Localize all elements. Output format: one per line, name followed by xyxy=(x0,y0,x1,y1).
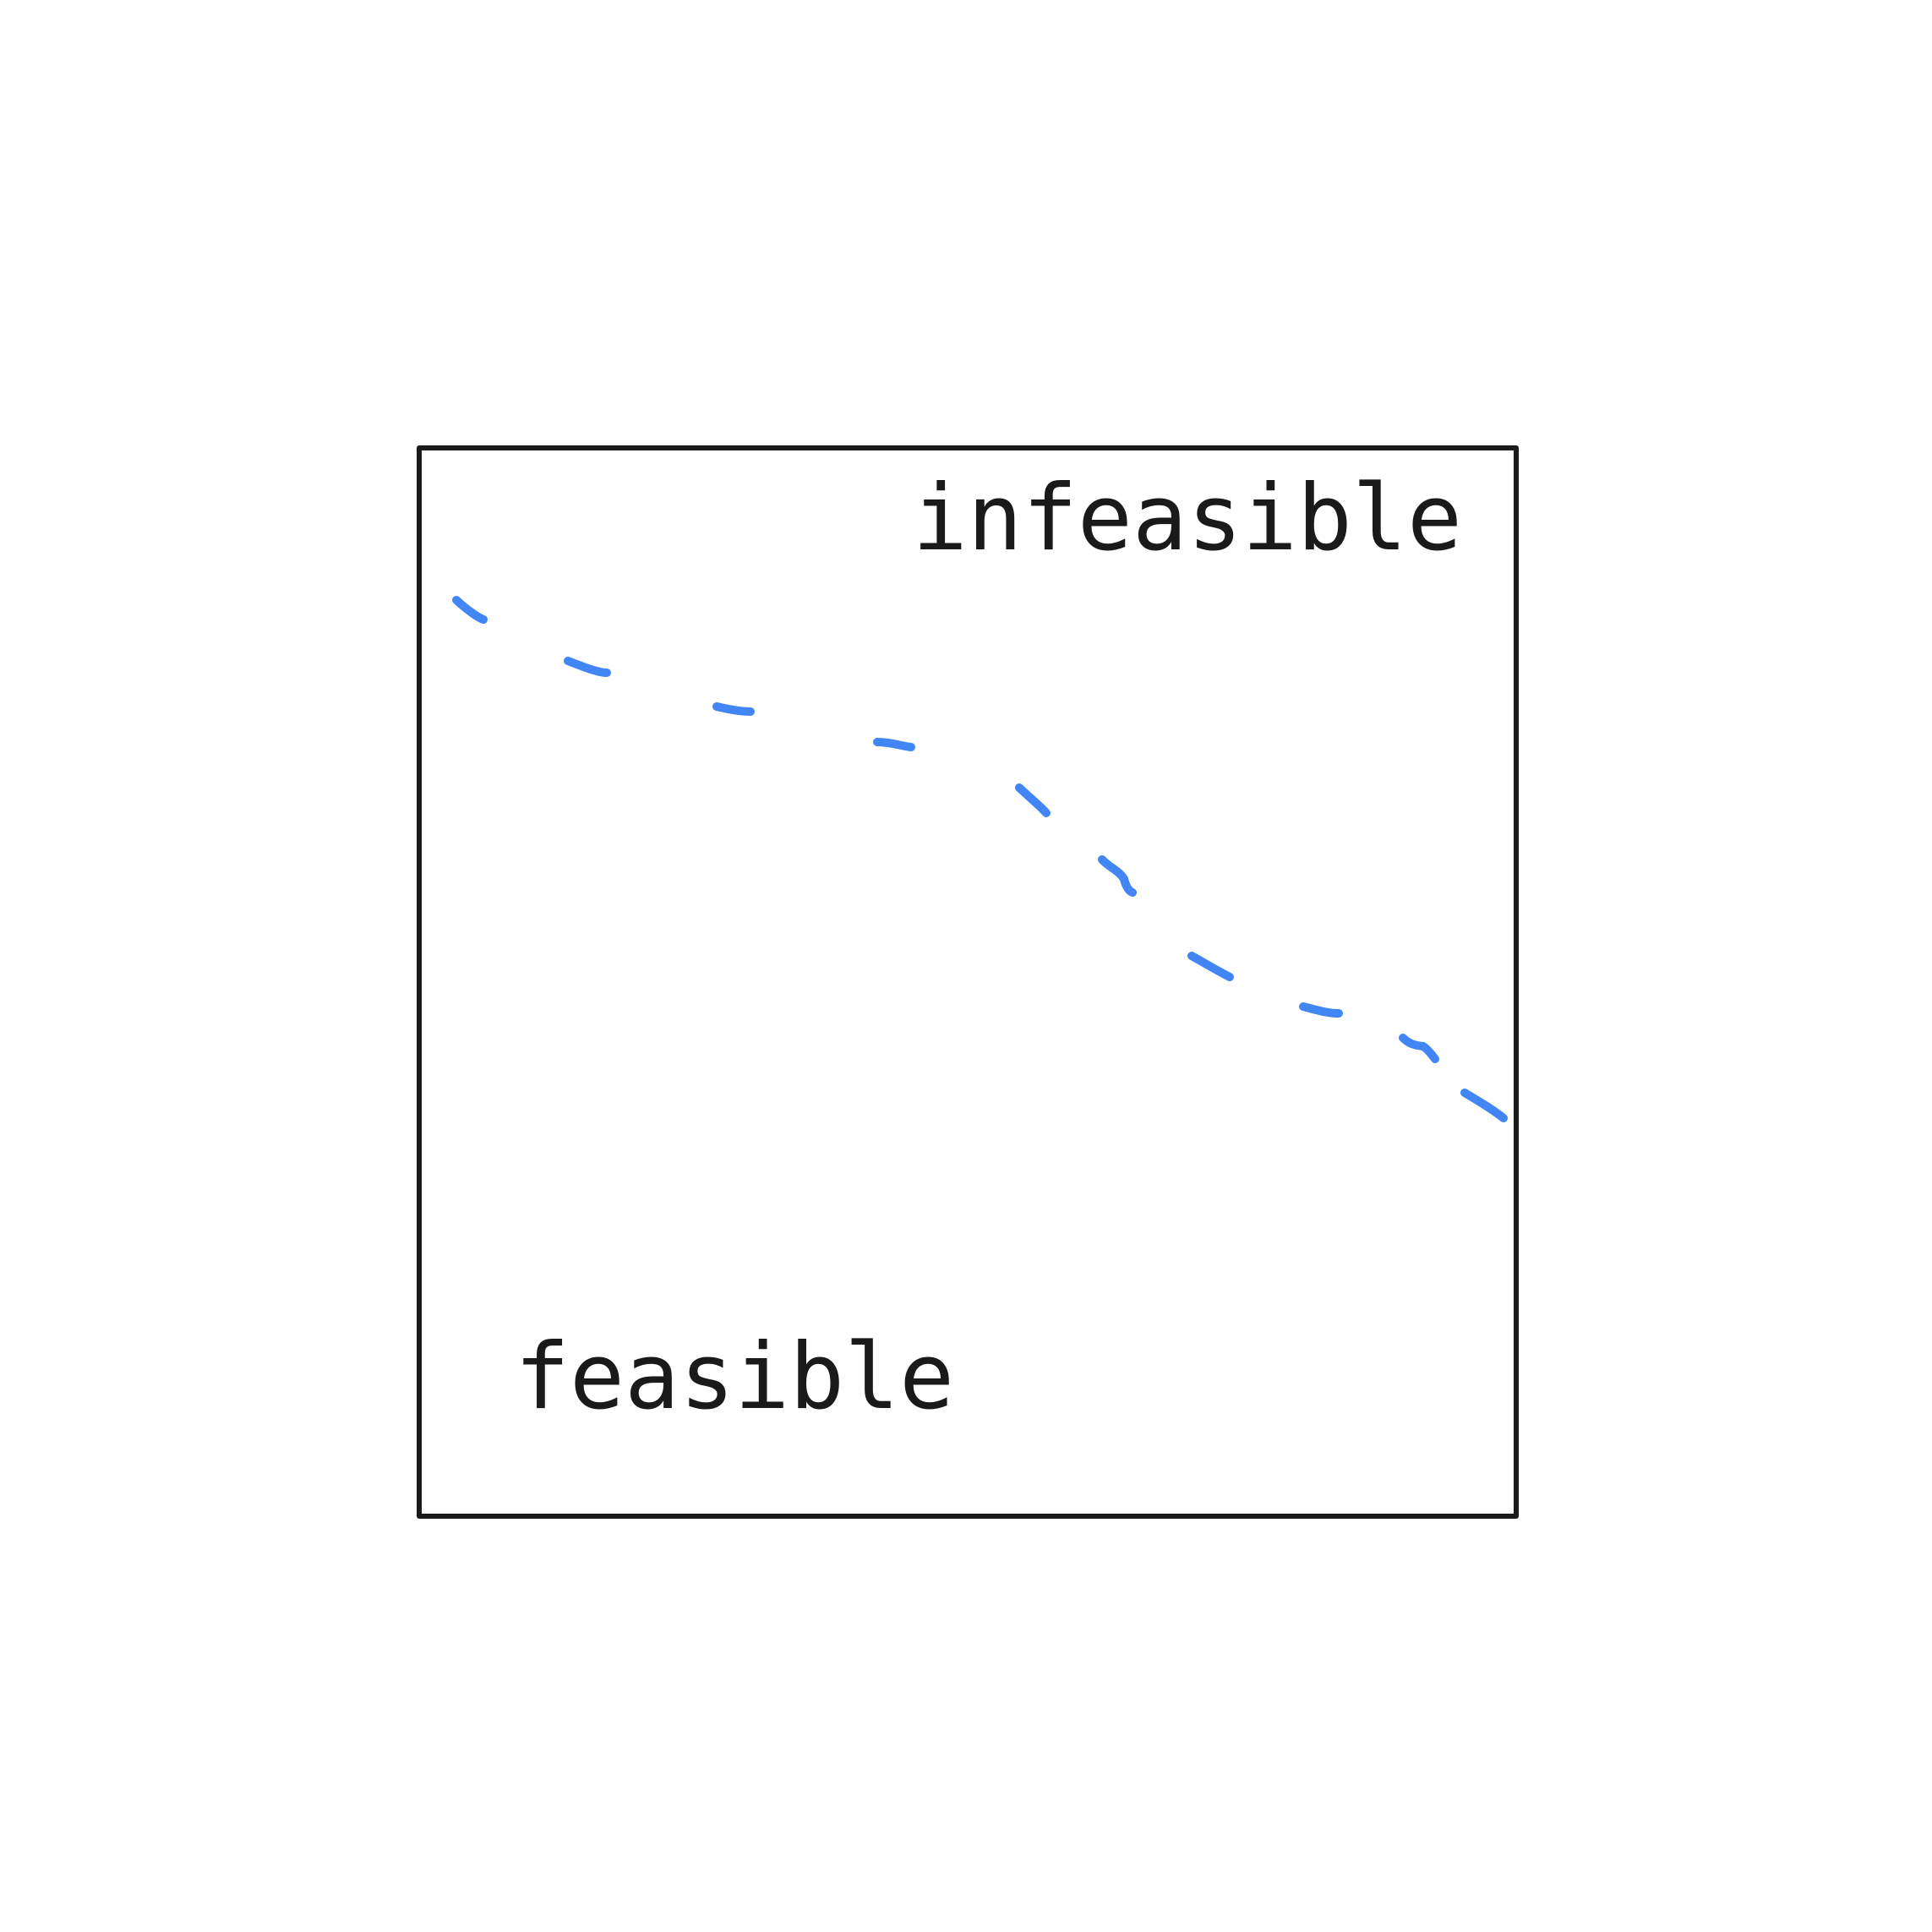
boundary-dash xyxy=(1098,855,1137,897)
boundary-dash xyxy=(873,738,915,751)
boundary-dash xyxy=(1399,1034,1439,1063)
boundary-dash xyxy=(712,702,755,716)
boundary-dash xyxy=(1187,952,1234,981)
boundary-dash xyxy=(1015,783,1051,817)
infeasible-label: infeasible xyxy=(913,466,1462,571)
boundary-dash xyxy=(1460,1089,1508,1122)
feasibility-boundary xyxy=(452,596,1508,1122)
feasible-label: feasible xyxy=(515,1324,954,1430)
domain-frame xyxy=(417,445,1519,1519)
boundary-dash xyxy=(564,657,611,677)
boundary-dash xyxy=(1299,1002,1343,1018)
boundary-dash xyxy=(452,596,488,624)
